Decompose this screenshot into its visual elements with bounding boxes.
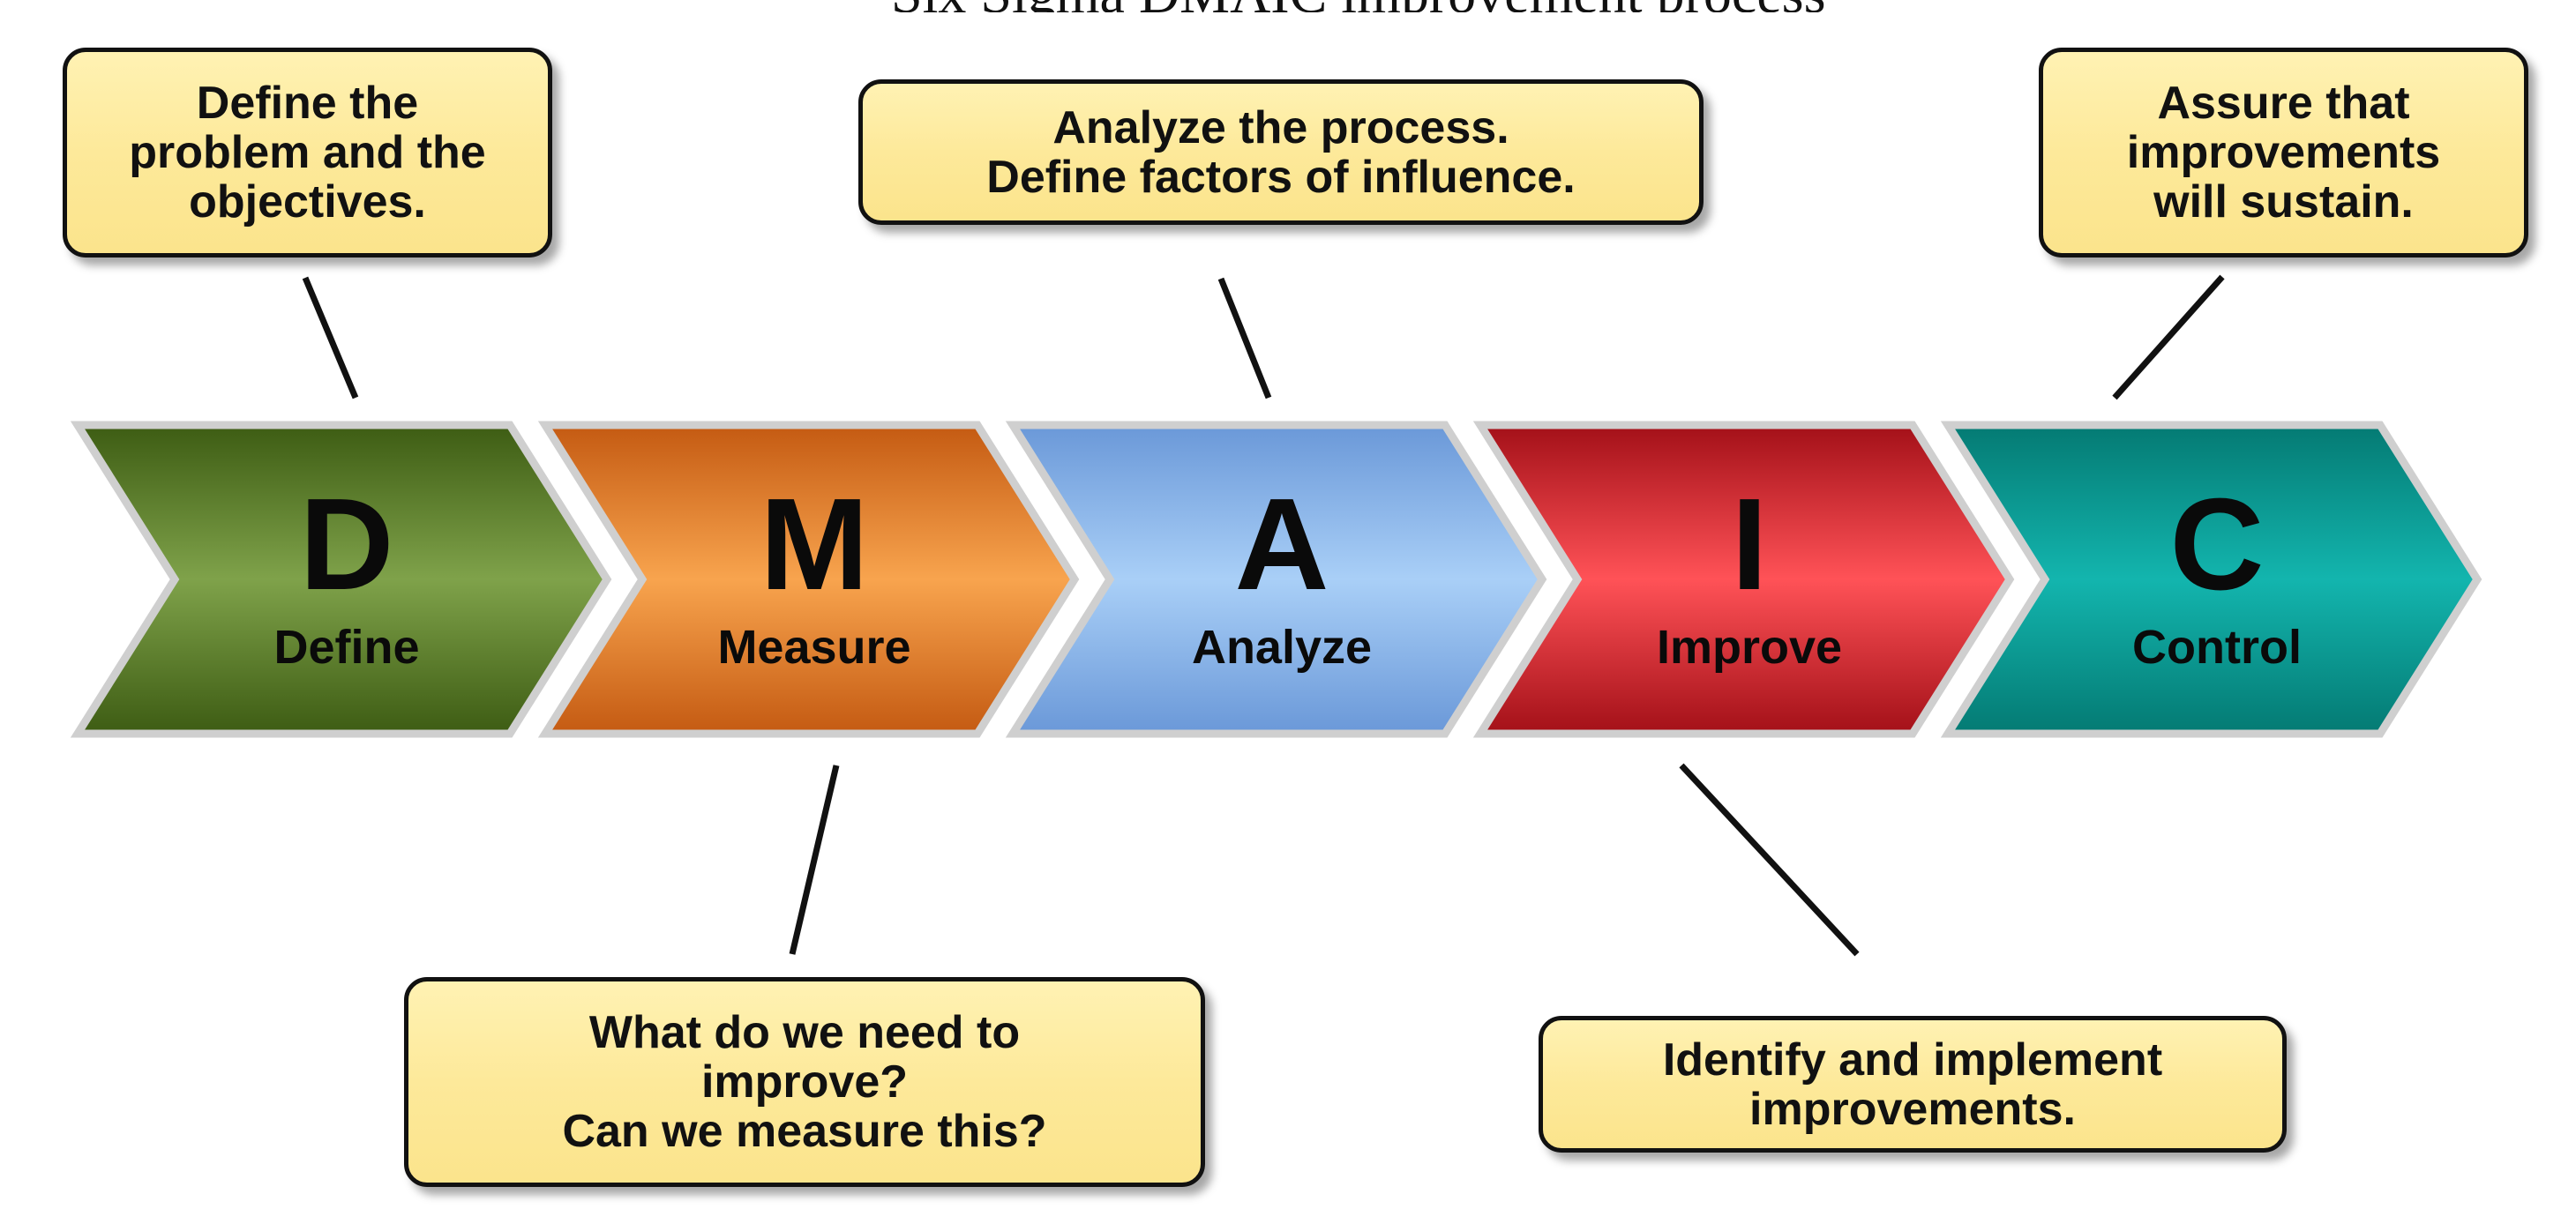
step-letter-define: D	[300, 472, 394, 617]
connector-measure	[789, 765, 840, 955]
callout-control: Assure that improvements will sustain.	[2039, 48, 2528, 257]
step-letter-measure: M	[760, 472, 868, 617]
clipped-header-text-container: Six Sigma DMAIC improvement process	[0, 0, 2576, 12]
step-name-define: Define	[273, 621, 419, 674]
clipped-header-text: Six Sigma DMAIC improvement process	[891, 0, 1825, 12]
step-name-control: Control	[2132, 621, 2302, 674]
connector-lines	[302, 274, 2225, 957]
chevron-control	[1940, 421, 2482, 738]
step-letter-analyze: A	[1235, 472, 1329, 617]
chevron-analyze	[1005, 421, 1547, 738]
step-name-measure: Measure	[717, 621, 910, 674]
chevron-improve	[1472, 421, 2015, 738]
connector-define	[302, 276, 359, 399]
step-name-improve: Improve	[1657, 621, 1842, 674]
step-name-analyze: Analyze	[1192, 621, 1372, 674]
connector-control	[2112, 274, 2225, 400]
callout-define: Define the problem and the objectives.	[63, 48, 552, 257]
connector-improve	[1679, 763, 1860, 957]
callout-improve: Identify and implement improvements.	[1539, 1016, 2287, 1153]
connector-analyze	[1217, 277, 1272, 399]
chevron-measure	[537, 421, 1080, 738]
step-letter-control: C	[2170, 472, 2265, 617]
chevron-define	[70, 421, 612, 738]
step-letter-improve: I	[1731, 472, 1767, 617]
callout-analyze: Analyze the process. Define factors of i…	[858, 79, 1704, 225]
callout-measure: What do we need to improve? Can we measu…	[404, 977, 1205, 1187]
